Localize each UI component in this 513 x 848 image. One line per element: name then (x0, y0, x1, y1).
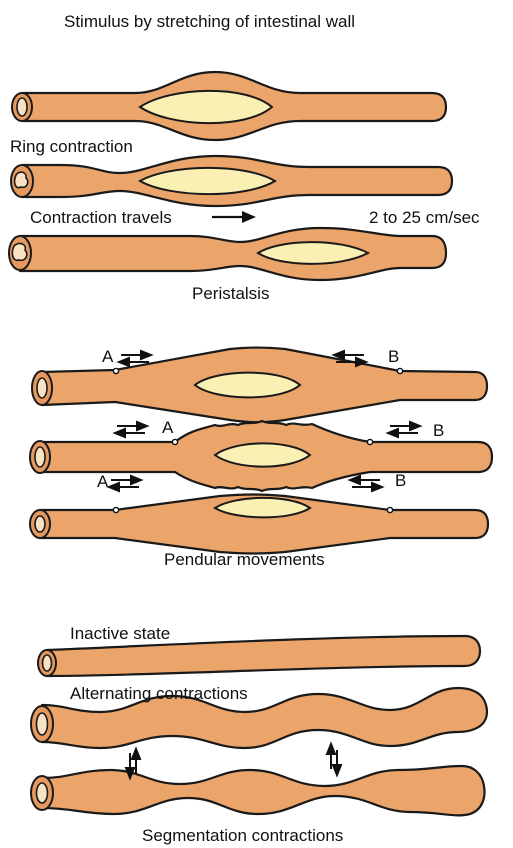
pendular-panel (30, 348, 492, 554)
point-a-label: A (102, 347, 113, 367)
segmentation-label: Segmentation contractions (142, 826, 343, 846)
point-b-marker (367, 439, 372, 444)
segmentation-panel (31, 636, 487, 815)
peristalsis-label: Peristalsis (192, 284, 269, 304)
travel-direction-arrow (212, 211, 256, 223)
peristalsis-tube-stimulus (12, 72, 446, 140)
contraction-travels-label: Contraction travels (30, 208, 172, 228)
point-a-marker (113, 368, 118, 373)
segmenting-tube-2 (31, 766, 484, 815)
pendular-label: Pendular movements (164, 550, 325, 570)
point-b-marker (387, 507, 392, 512)
point-b-marker (397, 368, 402, 373)
food-bolus (215, 498, 310, 518)
point-b-label: B (395, 471, 406, 491)
point-a-marker (172, 439, 177, 444)
pendular-tube-1 (32, 348, 487, 423)
ring-contraction-label: Ring contraction (10, 137, 133, 157)
point-b-label: B (388, 347, 399, 367)
alternating-contractions-label: Alternating contractions (70, 684, 248, 704)
pendular-tube-3 (30, 495, 488, 554)
stimulus-title: Stimulus by stretching of intestinal wal… (64, 12, 355, 32)
point-a-label: A (162, 418, 173, 438)
peristalsis-panel (9, 72, 452, 280)
peristalsis-tube-ring-contraction (11, 156, 452, 206)
point-a-marker (113, 507, 118, 512)
point-a-label: A (97, 472, 108, 492)
point-b-label: B (433, 421, 444, 441)
speed-label: 2 to 25 cm/sec (369, 208, 480, 228)
inactive-state-label: Inactive state (70, 624, 170, 644)
peristalsis-tube-traveling (9, 228, 446, 280)
